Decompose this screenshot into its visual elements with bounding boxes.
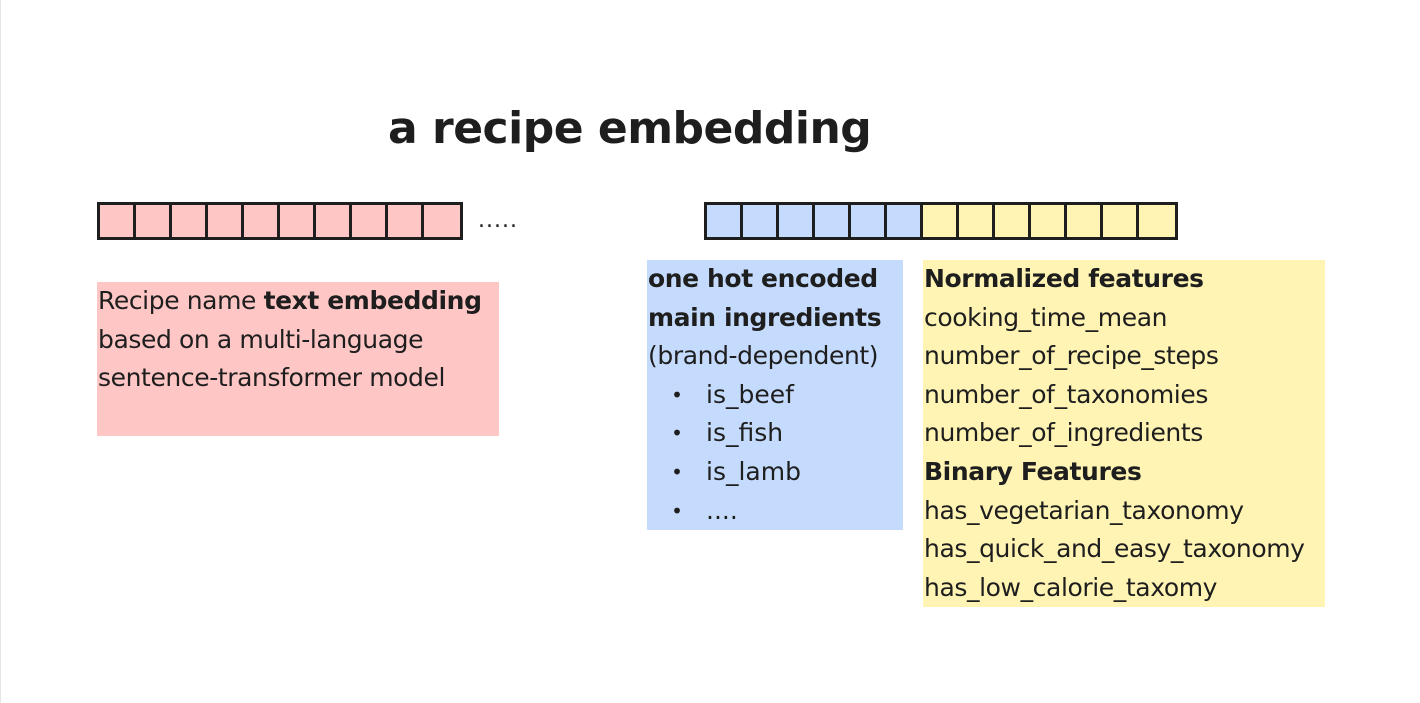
text-note-prefix: Recipe name [98, 286, 264, 315]
feature-cell [1139, 205, 1175, 237]
text-embedding-cell [208, 205, 244, 237]
text-note-bold: text embedding [263, 286, 482, 315]
list-item: • is_lamb [648, 453, 903, 492]
normalized-feature: number_of_recipe_steps [924, 341, 1219, 371]
text-embedding-vector [97, 202, 463, 240]
text-embedding-cell [244, 205, 280, 237]
bullet-icon: • [671, 459, 683, 484]
ingredients-subheading: (brand-dependent) [648, 341, 879, 371]
list-item: • is_fish [648, 414, 903, 453]
text-note-line-2: based on a multi-language [98, 324, 424, 354]
text-embedding-cell [100, 205, 136, 237]
feature-cell [1103, 205, 1139, 237]
one-hot-cell [743, 205, 779, 237]
binary-feature: has_quick_and_easy_taxonomy [924, 534, 1305, 564]
text-embedding-note: Recipe name text embedding based on a mu… [97, 282, 499, 436]
feature-cell [995, 205, 1031, 237]
one-hot-cell [707, 205, 743, 237]
bullet-icon: • [671, 382, 683, 407]
text-embedding-cell [316, 205, 352, 237]
one-hot-cell [887, 205, 923, 237]
ingredient-item: is_beef [706, 379, 794, 409]
bullet-icon: • [671, 421, 683, 446]
binary-feature: has_low_calorie_taxomy [924, 572, 1218, 602]
ingredients-heading-2: main ingredients [648, 302, 882, 332]
text-embedding-cell [352, 205, 388, 237]
feature-cell [1067, 205, 1103, 237]
text-embedding-cell [424, 205, 460, 237]
binary-features-heading: Binary Features [924, 456, 1142, 486]
list-item: •.... [648, 492, 903, 531]
canvas-edge [0, 0, 1, 703]
ingredients-note: one hot encoded main ingredients (brand-… [647, 260, 903, 530]
feature-cell [923, 205, 959, 237]
normalized-feature: number_of_ingredients [924, 418, 1203, 448]
ingredient-item: is_lamb [706, 456, 801, 486]
diagram-title: a recipe embedding [388, 103, 872, 154]
list-item: • is_beef [648, 376, 903, 415]
text-note-line-3: sentence-transformer model [98, 363, 446, 393]
text-embedding-cell [280, 205, 316, 237]
normalized-features-heading: Normalized features [924, 264, 1204, 293]
text-note-line-1: Recipe name text embedding [98, 282, 499, 321]
feature-cell [959, 205, 995, 237]
text-embedding-cell [136, 205, 172, 237]
feature-cell [1031, 205, 1067, 237]
features-note: Normalized features cooking_time_mean nu… [923, 260, 1325, 607]
text-embedding-cell [388, 205, 424, 237]
one-hot-cell [815, 205, 851, 237]
vector-continuation-ellipsis: ..... [478, 208, 518, 233]
bullet-icon: • [671, 498, 683, 523]
one-hot-cell [851, 205, 887, 237]
one-hot-cell [779, 205, 815, 237]
binary-feature: has_vegetarian_taxonomy [924, 495, 1244, 525]
normalized-feature: number_of_taxonomies [924, 379, 1208, 409]
ingredient-item: is_fish [706, 418, 784, 448]
ingredients-heading-1: one hot encoded [648, 264, 878, 293]
ingredient-item: .... [706, 495, 738, 525]
normalized-feature: cooking_time_mean [924, 302, 1168, 332]
text-embedding-cell [172, 205, 208, 237]
feature-vector [704, 202, 1178, 240]
